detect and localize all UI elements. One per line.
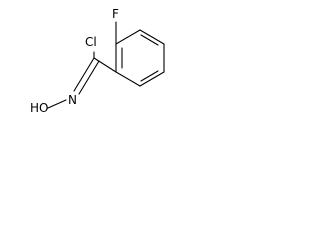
ring-double-bond-inner-3 [140,34,159,46]
atom-nitrogen: N [68,93,77,107]
atom-hydroxyl: HO [30,101,48,115]
atom-chlorine: Cl [85,35,97,49]
bond-ring-carbon [93,57,117,73]
ring-bond-c4-c5 [139,29,165,45]
ring-double-bond-inner-2 [140,70,159,82]
ring-bond-c1-c2 [115,71,141,87]
bond-carbon-nitrogen [73,57,95,92]
bond-carbon-nitrogen-double [78,60,100,95]
atom-fluorine: F [112,7,119,21]
ring-bond-c2-c3 [139,71,165,87]
bond-nitrogen-oxygen [47,99,67,109]
ring-bond-c5-c6 [115,29,141,45]
structure-diagram: F Cl N HO [0,0,201,121]
molecule-svg: F Cl N HO [30,7,165,115]
